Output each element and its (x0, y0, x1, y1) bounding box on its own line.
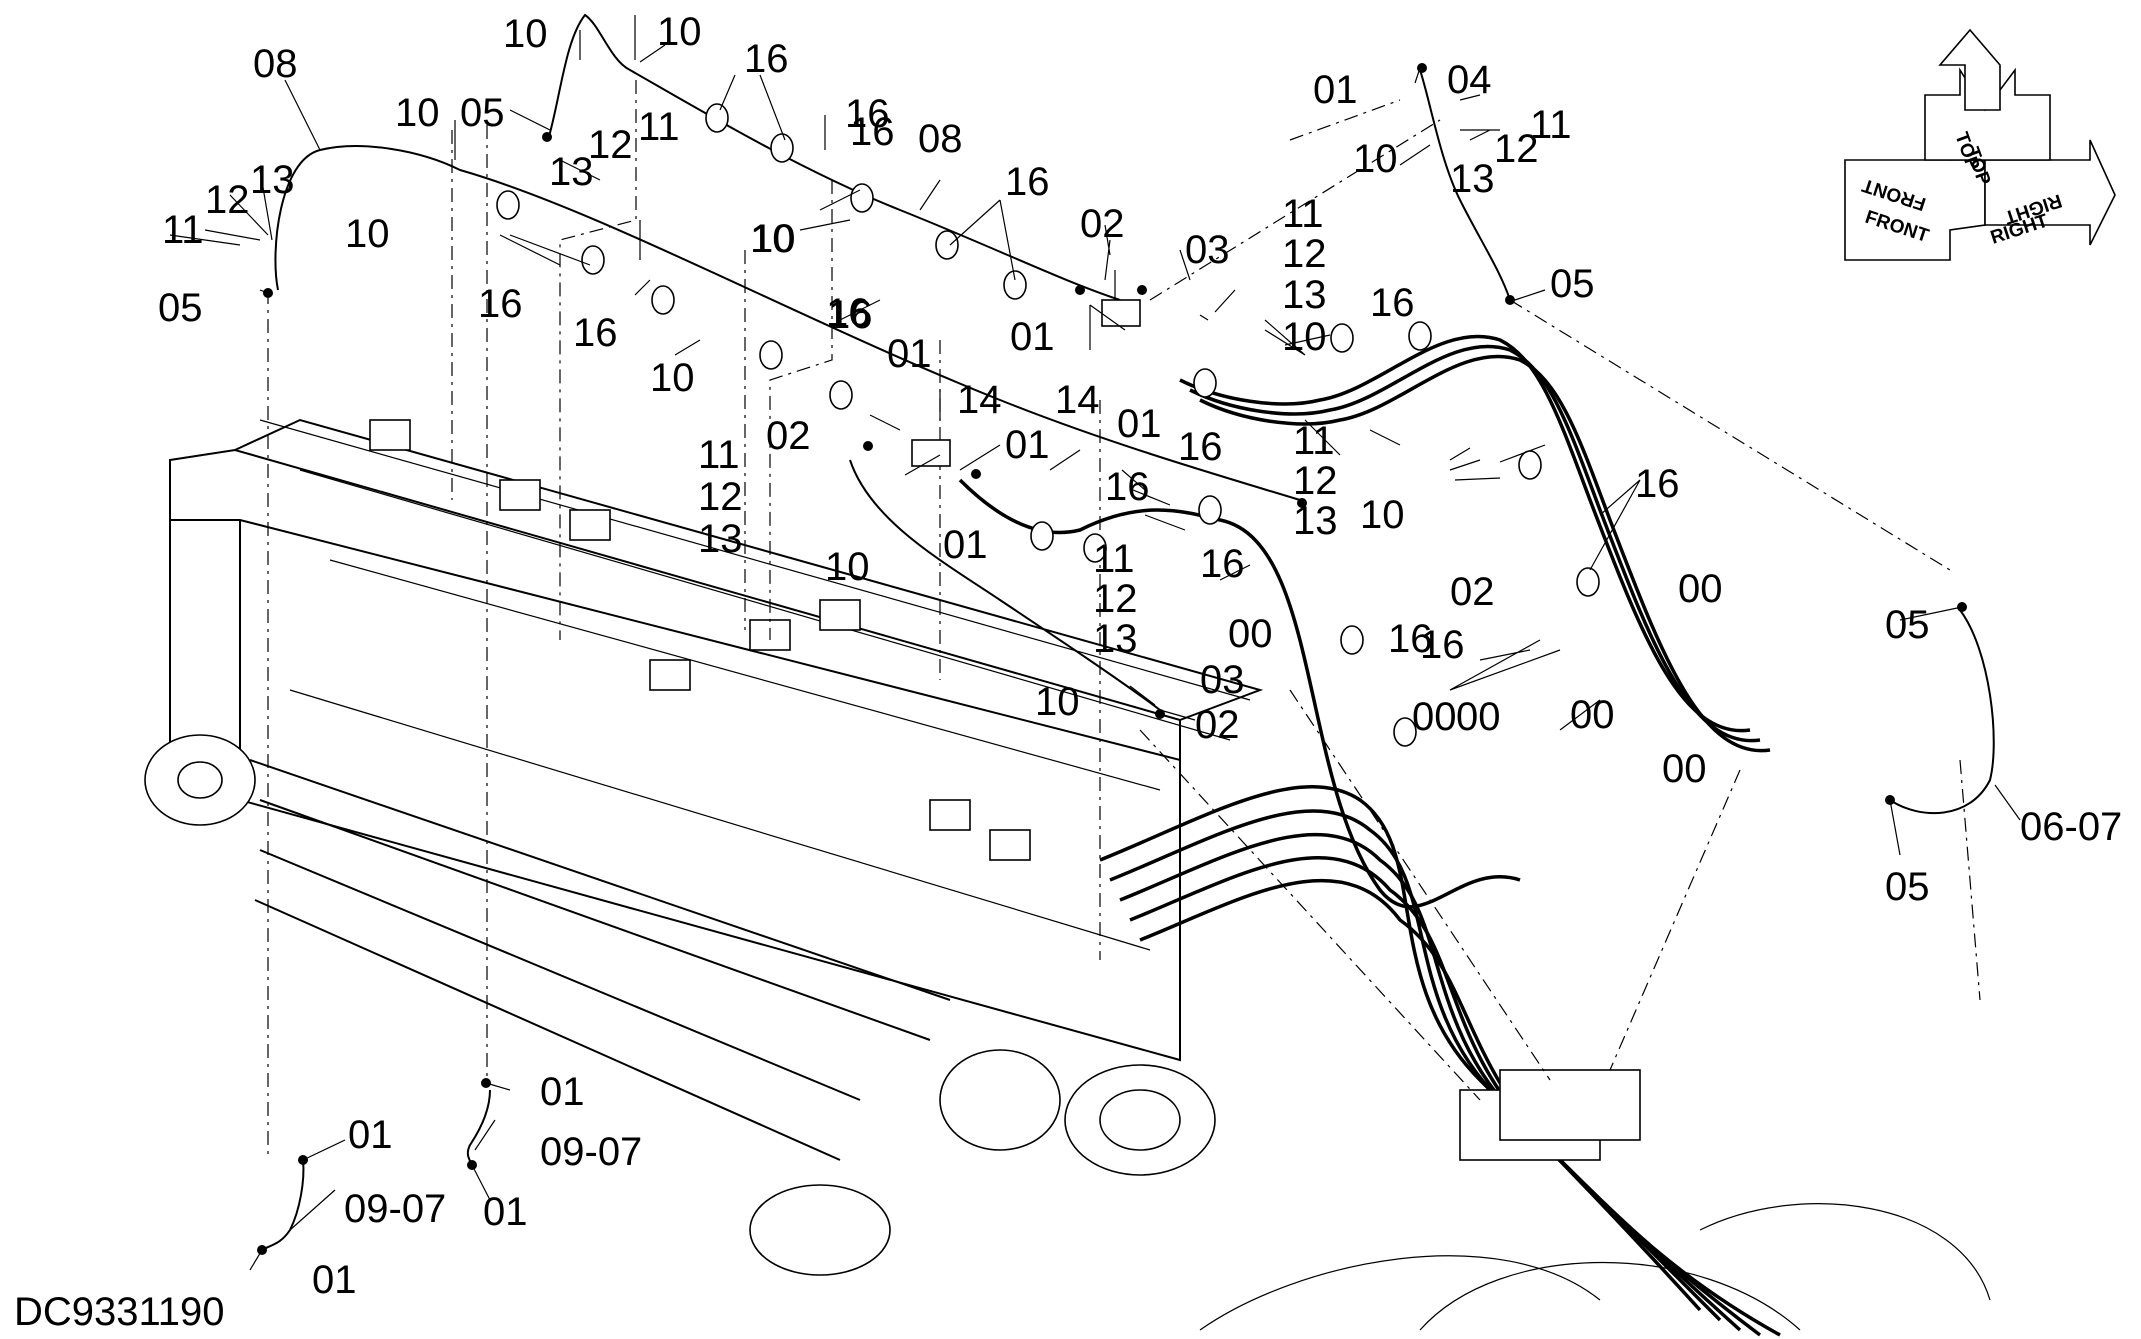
callout: 10 (1282, 315, 1327, 359)
callout-leaders (169, 30, 2021, 1271)
callout: 16 (1200, 542, 1245, 586)
orientation-badge: TOP FRONT RIGHT FRONT TOP RIGHT (1844, 28, 2116, 261)
callout: 10 (657, 10, 702, 54)
callout: 02 (1080, 202, 1125, 246)
callout: 14 (957, 378, 1002, 422)
callout: 09-07 (344, 1187, 446, 1231)
callout: 12 (1494, 127, 1539, 171)
leader-lines (267, 80, 1981, 1160)
callout: 06-07 (2020, 805, 2122, 849)
callout: 00 (1570, 693, 1615, 737)
callout: 10 (650, 356, 695, 400)
callout: 09-07 (540, 1130, 642, 1174)
callout: 16 (845, 92, 890, 136)
callout: 01 (943, 523, 988, 567)
callout: 13 (1450, 157, 1495, 201)
callout: 10 (1035, 680, 1080, 724)
callout: 03 (1200, 658, 1245, 702)
callout: 11 (698, 433, 740, 477)
callout: 01 (312, 1258, 357, 1302)
callout: 11 (162, 208, 204, 252)
callout: 13 (1293, 499, 1338, 543)
callout: 16 (1105, 465, 1150, 509)
callout: 02 (766, 414, 811, 458)
callout: 10 (750, 217, 795, 261)
callout: 16 (850, 110, 895, 154)
callout: 01 (348, 1113, 393, 1157)
callout: 01 (483, 1190, 528, 1234)
callout: 05 (1885, 603, 1930, 647)
callout: 05 (1885, 865, 1930, 909)
callout: 01 (1313, 68, 1358, 112)
callout: 00 (1412, 695, 1457, 739)
callout: 10 (503, 12, 548, 56)
callout: 01 (1117, 402, 1162, 446)
callout: 02 (1195, 703, 1240, 747)
callout: 13 (1093, 617, 1138, 661)
hose-routing (257, 13, 1995, 1255)
callout: 12 (588, 123, 633, 167)
callout: 10 (345, 212, 390, 256)
callout: 05 (460, 91, 505, 135)
callout: 16 (1388, 617, 1433, 661)
callout: 16 (826, 291, 871, 335)
callout: 12 (205, 178, 250, 222)
callout: 13 (549, 150, 594, 194)
boom-structure (144, 418, 1991, 1337)
callout: 01 (1005, 423, 1050, 467)
callout: 12 (1093, 577, 1138, 621)
callout: 16 (1420, 623, 1465, 667)
callout: 16 (1178, 425, 1223, 469)
callout: 16 (744, 37, 789, 81)
callout: 00 (1678, 567, 1723, 611)
callout: 05 (158, 286, 203, 330)
callout: 12 (698, 475, 743, 519)
callout: 11 (1282, 192, 1324, 236)
callout: 11 (638, 105, 680, 149)
callout: 16 (1370, 281, 1415, 325)
callout: 14 (1055, 378, 1100, 422)
callout: 05 (1550, 262, 1595, 306)
callout: 01 (540, 1070, 585, 1114)
callout: 16 (1635, 462, 1680, 506)
callout: 11 (1093, 537, 1135, 581)
callout: 01 (887, 332, 932, 376)
callout: 12 (1293, 459, 1338, 503)
callout: 13 (1282, 273, 1327, 317)
callout: 10 (395, 91, 440, 135)
callout: 16 (573, 311, 618, 355)
callout: 10 (1360, 493, 1405, 537)
callout: 16 (828, 293, 873, 337)
callout: 12 (1282, 232, 1327, 276)
callout: 10 (825, 545, 870, 589)
callout: 11 (1530, 103, 1572, 147)
callout: 08 (253, 42, 298, 86)
callout: 00 (1662, 747, 1707, 791)
callout: 02 (1450, 570, 1495, 614)
callout: 10 (751, 217, 796, 261)
callout-labels: 08 10 10 10 05 13 12 11 13 12 11 10 05 1… (158, 10, 2122, 1302)
callout: 00 (1456, 695, 1501, 739)
callout: 03 (1185, 228, 1230, 272)
callout: 04 (1447, 58, 1492, 102)
callout: 16 (1005, 160, 1050, 204)
callout: 01 (1010, 315, 1055, 359)
callout: 10 (1353, 137, 1398, 181)
callout: 08 (918, 117, 963, 161)
callout: 13 (698, 517, 743, 561)
drawing-code: DC9331190 (14, 1290, 225, 1334)
callout: 13 (250, 158, 295, 202)
callout: 16 (478, 282, 523, 326)
callout: 11 (1293, 419, 1335, 463)
callout: 00 (1228, 612, 1273, 656)
